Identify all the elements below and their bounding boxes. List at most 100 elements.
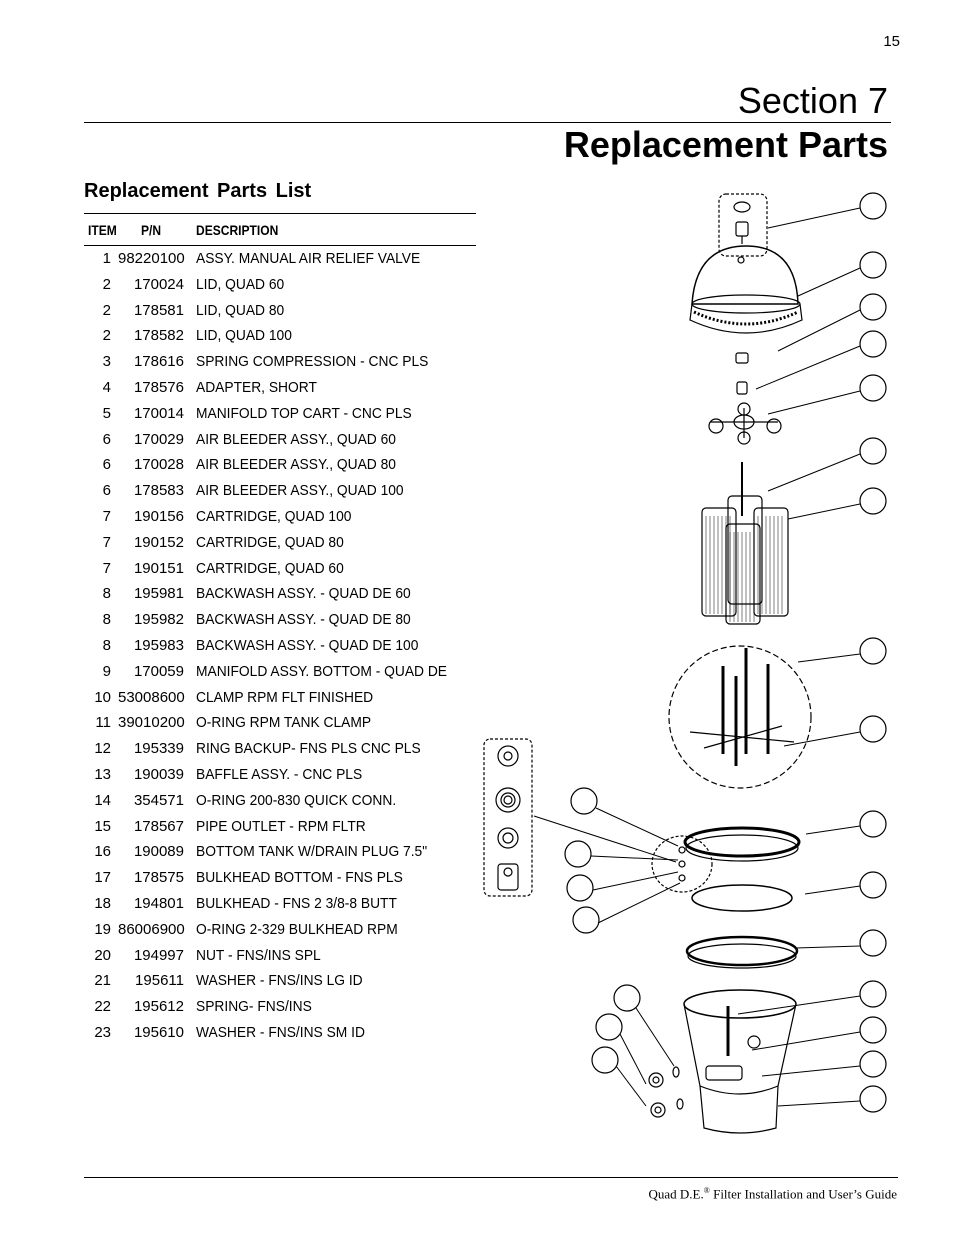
footer-rule [84,1177,898,1178]
part-number: 195612 [133,998,184,1016]
table-row: 16 190089 BOTTOM TANK W/DRAIN PLUG 7.5" [84,839,476,865]
table-row: 4 178576 ADAPTER, SHORT [84,375,476,401]
table-header-rule [84,245,476,246]
item-number: 7 [102,559,111,577]
part-description: O-RING 2-329 BULKHEAD RPM [196,920,398,938]
part-description: CARTRIDGE, QUAD 100 [196,507,352,525]
part-description: ASSY. MANUAL AIR RELIEF VALVE [196,250,421,267]
part-description: WASHER - FNS/INS LG ID [196,972,363,990]
part-description: BULKHEAD - FNS 2 3/8-8 BUTT [196,894,397,912]
part-number: 178582 [133,327,184,345]
part-description: MANIFOLD ASSY. BOTTOM - QUAD DE [196,662,448,680]
part-number: 178583 [133,482,184,500]
table-row: 19 86006900 O-RING 2-329 BULKHEAD RPM [84,917,476,943]
part-description: WASHER - FNS/INS SM ID [196,1023,365,1041]
page-title: Replacement Parts [563,124,888,165]
section-label: Section 7 [737,80,888,121]
table-row: 1 98220100 ASSY. MANUAL AIR RELIEF VALVE [84,246,476,272]
item-number: 4 [102,378,111,396]
part-number: 98220100 [118,250,185,267]
item-number: 8 [102,611,111,629]
item-number: 12 [94,740,111,758]
item-number: 19 [94,920,111,938]
column-header-description: DESCRIPTION [196,222,279,238]
part-description: ADAPTER, SHORT [196,378,317,396]
part-number: 178581 [133,301,184,319]
part-number: 170029 [133,430,184,448]
part-number: 170014 [133,404,184,422]
part-number: 190089 [133,843,184,861]
item-number: 6 [102,456,111,474]
part-number: 195983 [133,636,184,654]
title-divider [84,122,891,123]
part-description: NUT - FNS/INS SPL [196,946,321,964]
item-number: 2 [102,301,111,319]
part-description: PIPE OUTLET - RPM FLTR [196,817,366,835]
column-header-pn: P/N [141,222,162,238]
table-row: 14 354571 O-RING 200-830 QUICK CONN. [84,788,476,814]
part-number: 178576 [133,378,184,396]
part-description: BULKHEAD BOTTOM - FNS PLS [196,869,403,887]
item-number: 6 [102,482,111,500]
part-description: O-RING 200-830 QUICK CONN. [196,791,397,809]
part-number: 39010200 [118,714,185,732]
part-description: LID, QUAD 60 [196,275,285,293]
part-number: 190039 [133,765,184,783]
item-number: 13 [94,765,111,783]
item-number: 14 [94,791,111,809]
page-number: 15 [883,33,900,50]
part-description: LID, QUAD 80 [196,301,285,319]
part-description: LID, QUAD 100 [196,327,292,345]
part-number: 354571 [133,791,184,809]
part-description: BACKWASH ASSY. - QUAD DE 60 [196,585,411,603]
part-number: 195611 [135,972,184,990]
table-top-rule [84,213,476,214]
item-number: 7 [102,533,111,551]
table-row: 7 190151 CARTRIDGE, QUAD 60 [84,556,476,582]
column-header-item: ITEM [88,222,117,238]
item-number: 2 [102,327,111,345]
table-row: 21 195611 WASHER - FNS/INS LG ID [84,968,476,994]
part-description: CLAMP RPM FLT FINISHED [196,688,374,706]
part-description: BACKWASH ASSY. - QUAD DE 80 [196,611,411,629]
part-description: BOTTOM TANK W/DRAIN PLUG 7.5" [196,843,428,861]
part-number: 195982 [133,611,184,629]
part-number: 194997 [133,946,184,964]
part-number: 178567 [133,817,184,835]
part-number: 170059 [133,662,184,680]
leader-lines [533,207,861,1107]
item-number: 9 [102,662,111,680]
part-description: BACKWASH ASSY. - QUAD DE 100 [196,636,419,654]
part-description: CARTRIDGE, QUAD 60 [196,559,344,577]
item-number: 7 [102,507,111,525]
item-number: 16 [94,843,111,861]
part-number: 194801 [133,894,184,912]
part-number: 195610 [133,1023,184,1041]
part-description: AIR BLEEDER ASSY., QUAD 80 [196,456,396,474]
table-row: 2 178581 LID, QUAD 80 [84,298,476,324]
item-number: 6 [102,430,111,448]
part-number: 86006900 [118,920,185,938]
item-number: 1 [102,250,111,267]
part-number: 190151 [133,559,184,577]
part-number: 170024 [133,275,184,293]
item-number: 8 [102,585,111,603]
item-number: 21 [94,972,111,990]
part-number: 170028 [133,456,184,474]
footer-product: Quad D.E. [648,1186,704,1202]
table-row: 6 170028 AIR BLEEDER ASSY., QUAD 80 [84,452,476,478]
